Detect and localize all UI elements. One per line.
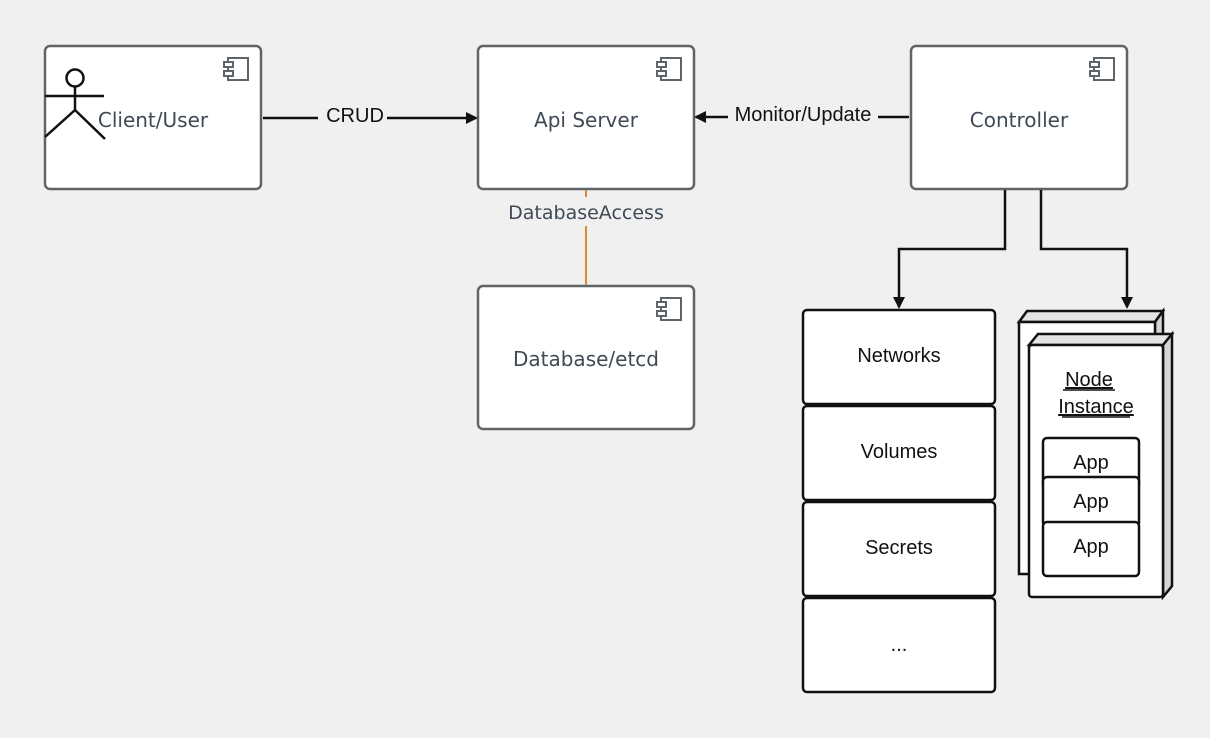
crud-label: CRUD bbox=[326, 105, 384, 127]
svg-text:Secrets: Secrets bbox=[865, 537, 933, 559]
resource-item-secrets[interactable]: Secrets bbox=[801, 500, 997, 598]
database-component[interactable]: Database/etcd bbox=[476, 284, 696, 431]
node-instance-stack[interactable]: Node Instance App App App bbox=[1016, 307, 1175, 601]
resource-item-more[interactable]: ... bbox=[801, 596, 997, 694]
database-access-connector[interactable]: DatabaseAccess bbox=[508, 190, 664, 285]
controller-to-node-arrow[interactable] bbox=[1039, 190, 1133, 309]
api-server-component[interactable]: Api Server bbox=[476, 44, 696, 191]
node-title-line1: Node bbox=[1065, 369, 1113, 391]
svg-text:...: ... bbox=[891, 634, 908, 656]
actor-icon bbox=[44, 68, 106, 140]
svg-text:App: App bbox=[1073, 536, 1109, 558]
resource-item-volumes[interactable]: Volumes bbox=[801, 404, 997, 502]
database-access-label: DatabaseAccess bbox=[508, 202, 664, 224]
api-server-label: Api Server bbox=[534, 108, 639, 132]
app-box-2[interactable]: App bbox=[1041, 475, 1141, 529]
controller-to-resources-arrow[interactable] bbox=[893, 190, 1007, 309]
monitor-update-connector[interactable]: Monitor/Update bbox=[694, 104, 909, 126]
resource-item-networks[interactable]: Networks bbox=[801, 308, 997, 406]
component-icon bbox=[656, 57, 682, 81]
monitor-update-label: Monitor/Update bbox=[735, 104, 872, 126]
svg-text:App: App bbox=[1073, 452, 1109, 474]
app-box-3[interactable]: App bbox=[1041, 520, 1141, 578]
svg-text:Volumes: Volumes bbox=[861, 441, 938, 463]
svg-text:App: App bbox=[1073, 491, 1109, 513]
database-label: Database/etcd bbox=[513, 347, 659, 371]
node-title-line2: Instance bbox=[1058, 396, 1134, 418]
controller-component[interactable]: Controller bbox=[909, 44, 1129, 191]
client-user-component[interactable]: Client/User bbox=[43, 44, 263, 191]
component-icon bbox=[1089, 57, 1115, 81]
component-icon bbox=[656, 297, 682, 321]
resource-list: Networks Volumes Secrets ... bbox=[801, 308, 997, 694]
client-user-label: Client/User bbox=[98, 108, 209, 132]
component-icon bbox=[223, 57, 249, 81]
crud-connector[interactable]: CRUD bbox=[263, 105, 478, 127]
controller-label: Controller bbox=[970, 108, 1069, 132]
svg-text:Networks: Networks bbox=[857, 345, 940, 367]
